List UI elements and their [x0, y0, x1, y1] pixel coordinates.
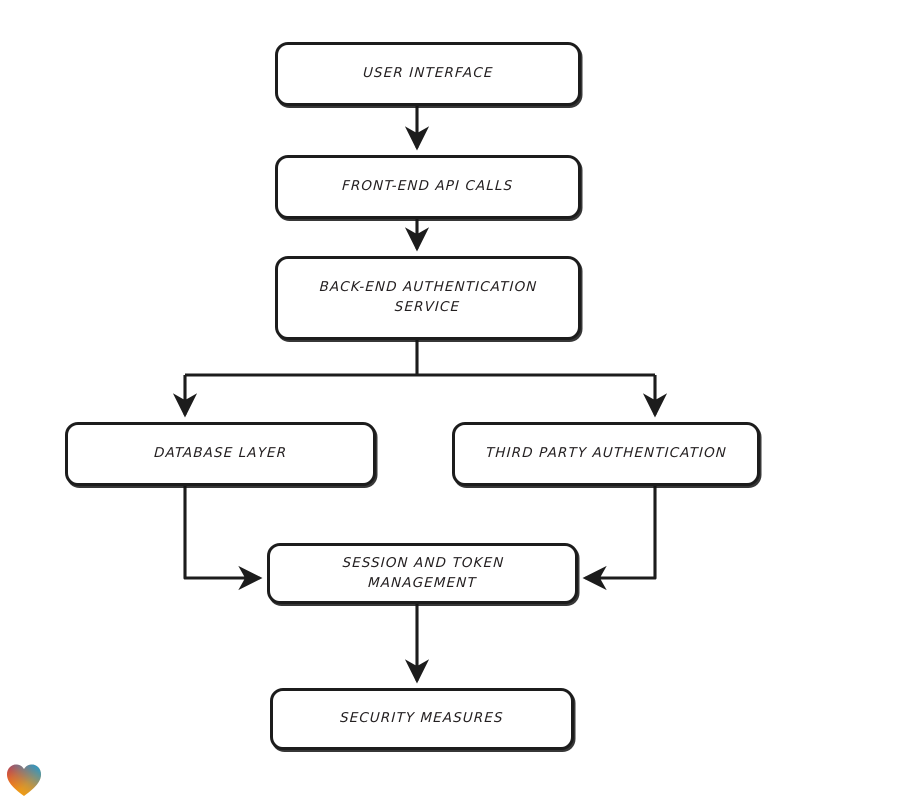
node-label-session-token-management: Session and Token Management [341, 554, 505, 591]
node-backend-auth-service[interactable]: Back-End Authentication Service [275, 256, 581, 340]
node-label-security-measures: Security Measures [339, 710, 505, 727]
node-user-interface[interactable]: User Interface [275, 42, 581, 106]
node-label-frontend-api-calls: Front-End API Calls [342, 178, 515, 195]
node-frontend-api-calls[interactable]: Front-End API Calls [275, 155, 581, 219]
node-security-measures[interactable]: Security Measures [270, 688, 574, 750]
node-session-token-management[interactable]: Session and Token Management [267, 543, 578, 604]
node-label-backend-auth-service: Back-End Authentication Service [319, 279, 538, 315]
node-database-layer[interactable]: Database Layer [65, 422, 376, 486]
edge-thirdparty-to-session [582, 486, 657, 591]
node-third-party-auth[interactable]: Third Party Authentication [452, 422, 760, 486]
node-label-user-interface: User Interface [362, 65, 494, 82]
node-label-database-layer: Database Layer [153, 445, 288, 462]
node-label-third-party-auth: Third Party Authentication [485, 445, 727, 462]
heart-logo-icon [7, 764, 41, 796]
edge-database-to-session [183, 486, 263, 591]
